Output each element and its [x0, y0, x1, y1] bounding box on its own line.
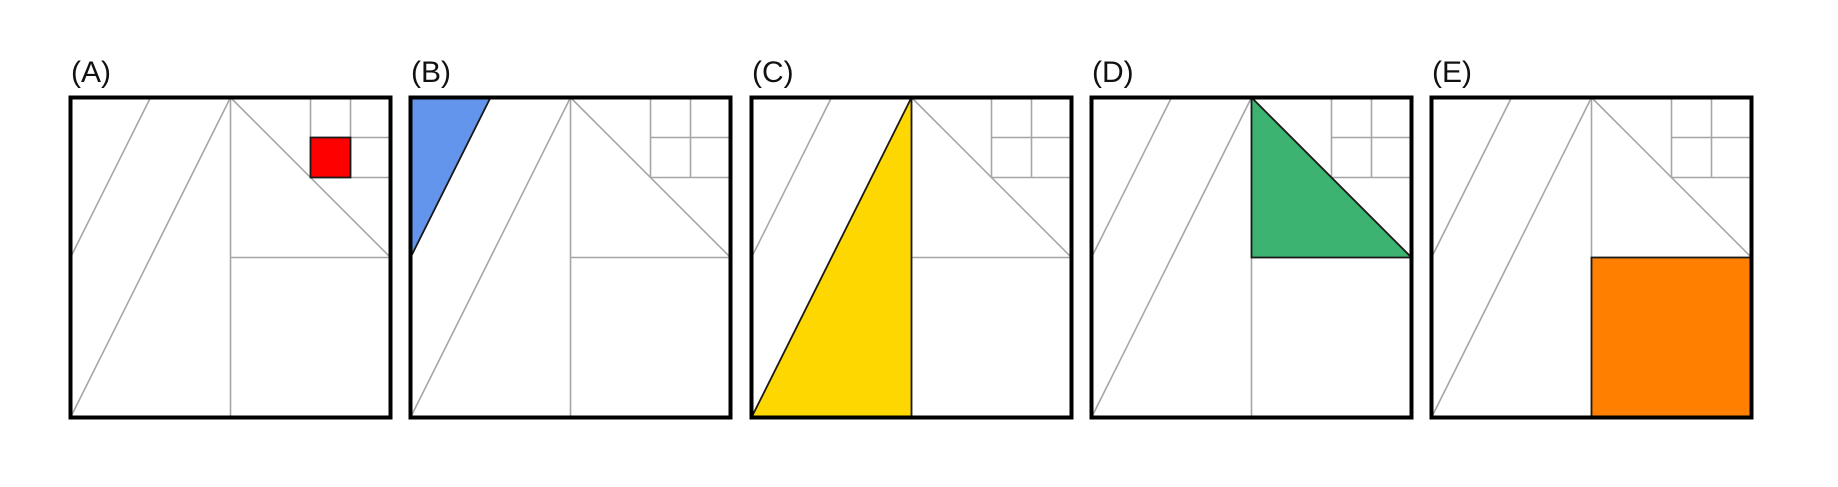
dissection-line: [1430, 97, 1513, 258]
highlighted-small-square: [309, 136, 352, 179]
dissection-line: [69, 97, 152, 258]
panel-label-c: (C): [752, 56, 794, 89]
panel-d-figure: [1089, 95, 1414, 420]
panel-b-figure: [408, 95, 733, 420]
dissection-line: [1430, 97, 1593, 418]
square-frame: [1429, 95, 1754, 420]
dissection-line: [750, 97, 833, 258]
highlighted-bottom-right-square: [1590, 256, 1753, 419]
panel-b: (B): [408, 55, 738, 425]
panel-label-e: (E): [1432, 56, 1472, 89]
square-frame: [68, 95, 393, 420]
panel-label-a: (A): [71, 56, 111, 89]
highlighted-right-triangle: [1250, 95, 1414, 259]
dissection-line: [409, 97, 572, 418]
square-frame: [408, 95, 733, 420]
panel-label-d: (D): [1092, 56, 1134, 89]
square-frame: [749, 95, 1074, 420]
panel-c-figure: [749, 95, 1074, 420]
dissection-line: [69, 97, 232, 418]
square-frame: [1089, 95, 1414, 420]
panel-a: (A): [68, 55, 398, 425]
panel-e-figure: [1429, 95, 1754, 420]
panel-d: (D): [1089, 55, 1419, 425]
dissection-line: [1090, 97, 1173, 258]
panel-a-figure: [68, 95, 393, 420]
dissection-line: [1090, 97, 1253, 418]
panel-e: (E): [1429, 55, 1759, 425]
panel-label-b: (B): [411, 56, 451, 89]
panel-c: (C): [749, 55, 1079, 425]
